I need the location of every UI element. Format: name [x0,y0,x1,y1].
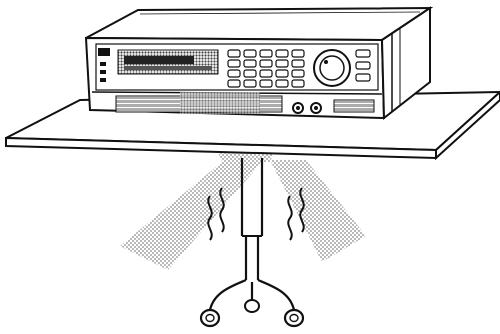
heat-lines-left [207,187,225,241]
keypad [227,49,305,88]
heat-lines-right [287,187,305,241]
hot-air-flow-right [270,160,366,262]
ventilation-grille [115,92,283,114]
tripod-base [199,278,305,328]
front-panel-display [117,49,219,75]
hot-air-flow-left [120,162,262,270]
table-leg [240,158,264,280]
output-terminals [292,99,375,114]
rotary-knob [313,49,371,87]
